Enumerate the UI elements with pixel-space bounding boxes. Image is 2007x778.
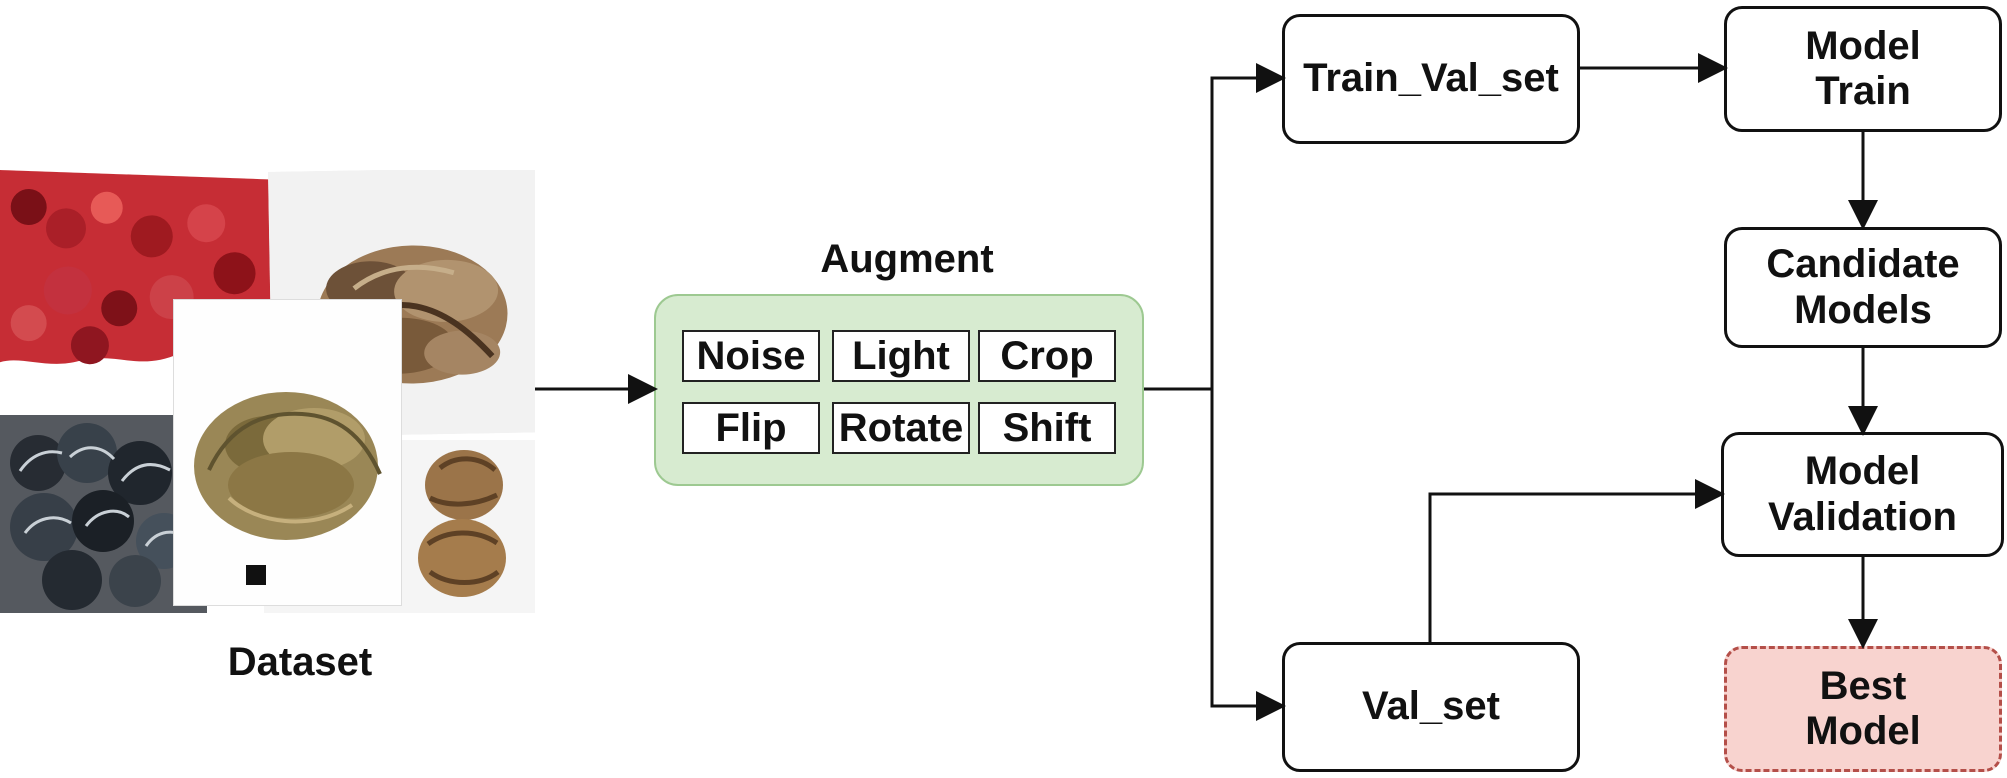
model-train-node: Model Train <box>1724 6 2002 132</box>
augment-panel: Noise Light Crop Flip Rotate Shift <box>654 294 1144 486</box>
rotate-option: Rotate <box>832 402 970 454</box>
augment-title: Augment <box>820 237 994 281</box>
noise-option: Noise <box>682 330 820 382</box>
model-validation-node: Model Validation <box>1721 432 2004 557</box>
best-model-node: Best Model <box>1724 646 2002 772</box>
val-to-validation-arrow <box>1428 479 1725 642</box>
dataset-label: Dataset <box>227 640 373 684</box>
crop-option: Crop <box>978 330 1116 382</box>
augment-to-val-arrow <box>1210 389 1286 721</box>
val-set-node: Val_set <box>1282 642 1580 772</box>
candidate-models-node: Candidate Models <box>1724 227 2002 348</box>
shift-option: Shift <box>978 402 1116 454</box>
cumin-image <box>174 300 401 605</box>
light-option: Light <box>832 330 970 382</box>
train-val-set-node: Train_Val_set <box>1282 14 1580 144</box>
dataset-collage <box>0 170 535 613</box>
cumin-illustration <box>174 300 401 605</box>
augment-to-train-val-arrow <box>1144 63 1286 391</box>
flip-option: Flip <box>682 402 820 454</box>
